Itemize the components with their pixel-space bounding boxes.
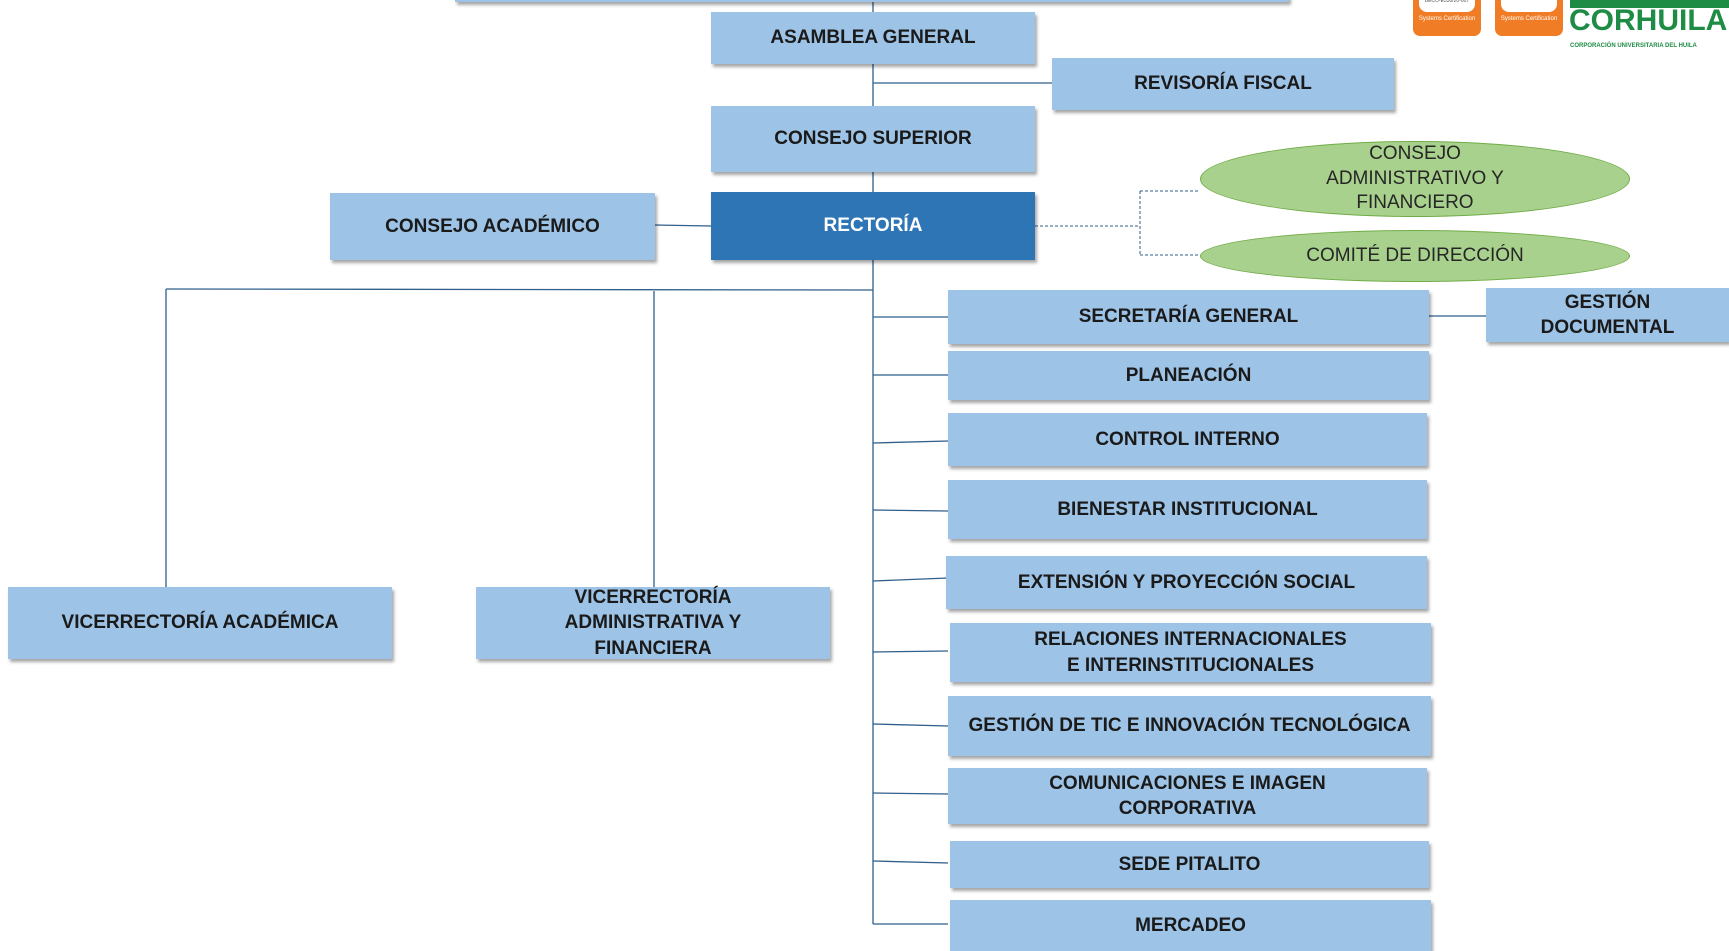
consejo-academico-connector [654, 224, 712, 227]
node-revisoria-fiscal[interactable]: REVISORÍA FISCAL [1052, 58, 1394, 110]
office-connector [872, 860, 949, 864]
node-vicerrectoria-administrativa[interactable]: VICERRECTORÍA ADMINISTRATIVA Y FINANCIER… [476, 587, 830, 659]
office-control-interno[interactable]: CONTROL INTERNO [948, 413, 1427, 466]
office-connector [872, 650, 949, 653]
certification-label: Systems Certification [1500, 16, 1558, 22]
top-box-edge [455, 0, 1289, 2]
certification-badge: BECO-E330/20-007 Systems Certification [1413, 0, 1481, 36]
certification-code [1501, 0, 1557, 12]
office-connector [872, 509, 949, 512]
office-comunicaciones[interactable]: COMUNICACIONES E IMAGEN CORPORATIVA [948, 768, 1427, 824]
office-bienestar-institucional[interactable]: BIENESTAR INSTITUCIONAL [948, 480, 1427, 539]
node-consejo-academico[interactable]: CONSEJO ACADÉMICO [330, 193, 655, 260]
office-connector [872, 577, 949, 582]
node-consejo-administrativo[interactable]: CONSEJO ADMINISTRATIVO Y FINANCIERO [1200, 141, 1630, 217]
node-comite-direccion[interactable]: COMITÉ DE DIRECCIÓN [1200, 230, 1630, 282]
node-vicerrectoria-academica[interactable]: VICERRECTORÍA ACADÉMICA [8, 587, 392, 659]
office-connector [872, 440, 949, 444]
office-mercadeo[interactable]: MERCADEO [950, 900, 1431, 951]
office-connector [872, 792, 949, 795]
certification-label: Systems Certification [1418, 16, 1476, 22]
office-gestion-tic[interactable]: GESTIÓN DE TIC E INNOVACIÓN TECNOLÓGICA [948, 696, 1431, 756]
node-consejo-superior[interactable]: CONSEJO SUPERIOR [711, 106, 1035, 172]
brand-logo-name: CORHUILA [1569, 4, 1728, 37]
node-gestion-documental[interactable]: GESTIÓN DOCUMENTAL [1486, 288, 1729, 342]
certification-badge: Systems Certification [1495, 0, 1563, 36]
node-rectoria[interactable]: RECTORÍA [711, 192, 1035, 260]
office-secretaria-general[interactable]: SECRETARÍA GENERAL [948, 290, 1429, 344]
brand-logo-subtitle: CORPORACIÓN UNIVERSITARIA DEL HUILA [1570, 43, 1697, 49]
vicerrectorias-connector [165, 288, 874, 291]
office-planeacion[interactable]: PLANEACIÓN [948, 351, 1429, 400]
office-connector [872, 723, 949, 727]
office-sede-pitalito[interactable]: SEDE PITALITO [950, 841, 1429, 888]
brand-logo-bar [1570, 0, 1729, 8]
office-extension-proyeccion[interactable]: EXTENSIÓN Y PROYECCIÓN SOCIAL [946, 556, 1427, 609]
node-asamblea-general[interactable]: ASAMBLEA GENERAL [711, 12, 1035, 64]
office-relaciones-internacionales[interactable]: RELACIONES INTERNACIONALES E INTERINSTIT… [950, 623, 1431, 682]
certification-code: BECO-E330/20-007 [1419, 0, 1475, 12]
